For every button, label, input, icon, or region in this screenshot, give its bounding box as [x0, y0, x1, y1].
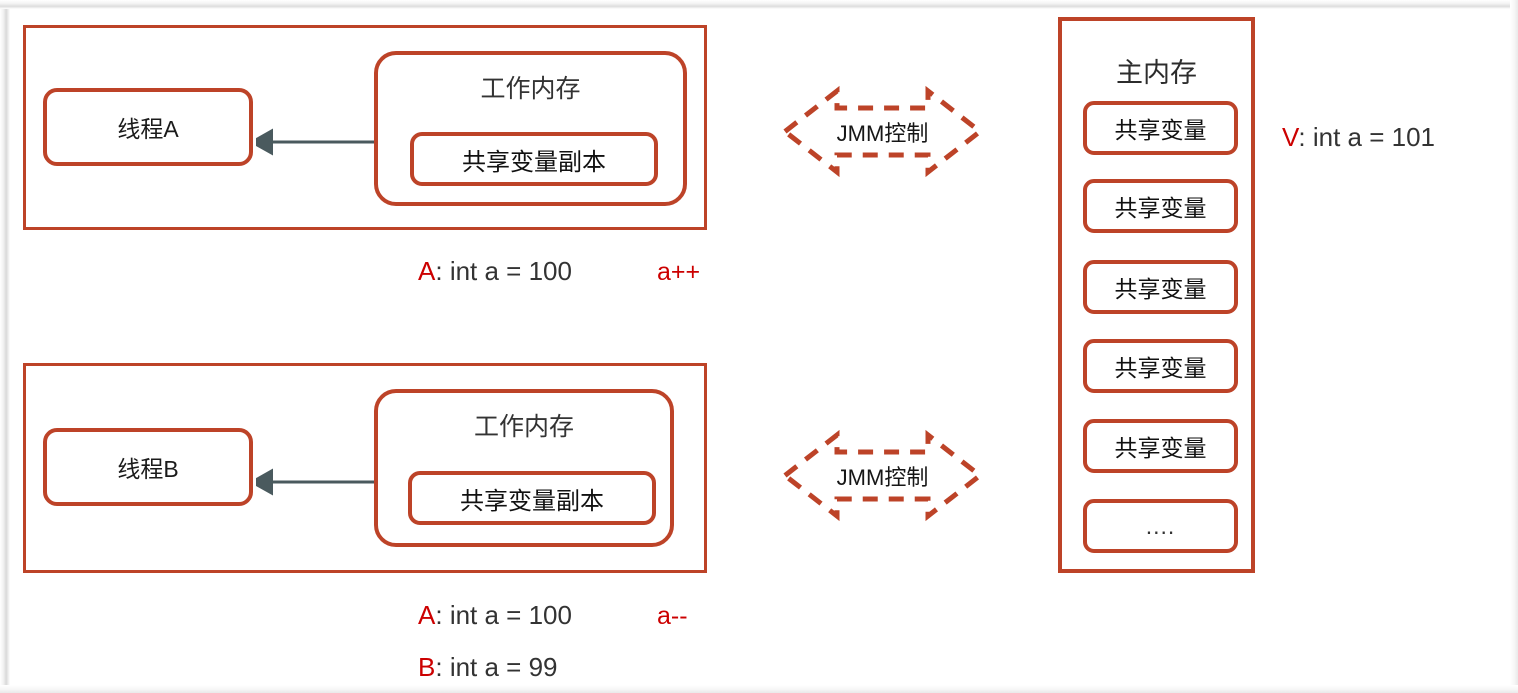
code-line-b-1: A: int a = 100 — [418, 600, 572, 631]
main-memory-slot[interactable]: 共享变量 — [1083, 101, 1238, 155]
shared-variable-copy-a[interactable]: 共享变量副本 — [410, 132, 658, 186]
shared-variable-copy-b[interactable]: 共享变量副本 — [408, 471, 656, 525]
main-memory-slot-label: .... — [1145, 512, 1176, 539]
operation-b: a-- — [657, 602, 688, 630]
code-separator: : — [435, 600, 443, 630]
main-memory-panel: 主内存 共享变量 共享变量 共享变量 共享变量 共享变量 .... — [1058, 17, 1255, 573]
code-tag: A — [418, 600, 436, 630]
main-memory-slot-label: 共享变量 — [1114, 195, 1207, 221]
code-text: int a = 100 — [449, 256, 572, 286]
main-memory-slot[interactable]: 共享变量 — [1083, 419, 1238, 473]
jmm-control-arrow-top: JMM控制 — [740, 83, 1025, 180]
code-text: int a = 101 — [1312, 122, 1436, 152]
shared-copy-label: 共享变量副本 — [460, 487, 604, 515]
page-edge-right — [1510, 0, 1518, 693]
code-tag: B — [418, 652, 436, 682]
code-text: int a = 100 — [449, 600, 572, 630]
work-memory-b: 工作内存 共享变量副本 — [374, 389, 674, 547]
main-memory-slot-label: 共享变量 — [1114, 355, 1207, 381]
operation-a: a++ — [657, 258, 701, 286]
code-separator: : — [435, 256, 443, 286]
code-separator: : — [1298, 122, 1306, 152]
thread-block-b: 线程B 工作内存 共享变量副本 — [23, 363, 707, 573]
main-memory-slot-label: 共享变量 — [1114, 435, 1207, 461]
code-line-a-1: A: int a = 100 — [418, 256, 572, 287]
main-memory-slot-label: 共享变量 — [1114, 276, 1207, 302]
code-text: int a = 99 — [449, 652, 558, 682]
shared-copy-label: 共享变量副本 — [462, 148, 606, 176]
work-memory-title: 工作内存 — [473, 413, 574, 441]
work-memory-a: 工作内存 共享变量副本 — [374, 51, 687, 206]
double-arrow-icon — [256, 128, 396, 156]
jmm-control-arrow-bottom: JMM控制 — [740, 427, 1025, 524]
code-tag: A — [418, 256, 436, 286]
work-memory-title: 工作内存 — [480, 75, 581, 103]
code-line-b-2: B: int a = 99 — [418, 652, 558, 683]
thread-label: 线程A — [117, 116, 179, 142]
main-memory-slot[interactable]: 共享变量 — [1083, 260, 1238, 314]
main-memory-slot-label: 共享变量 — [1114, 117, 1207, 143]
main-memory-title: 主内存 — [1116, 58, 1197, 88]
thread-block-a: 线程A 工作内存 共享变量副本 — [23, 25, 707, 230]
code-tag: V — [1282, 122, 1299, 152]
thread-label: 线程B — [117, 456, 179, 482]
code-separator: : — [435, 652, 443, 682]
main-memory-value: V: int a = 101 — [1282, 122, 1435, 153]
main-memory-slot[interactable]: 共享变量 — [1083, 339, 1238, 393]
thread-box-b[interactable]: 线程B — [43, 428, 253, 506]
double-arrow-icon — [256, 468, 396, 496]
page-edge-bottom — [0, 685, 1518, 693]
main-memory-slot[interactable]: 共享变量 — [1083, 179, 1238, 233]
page-edge-top — [0, 0, 1518, 9]
page-edge-left — [0, 0, 10, 693]
thread-box-a[interactable]: 线程A — [43, 88, 253, 166]
main-memory-slot-ellipsis[interactable]: .... — [1083, 499, 1238, 553]
